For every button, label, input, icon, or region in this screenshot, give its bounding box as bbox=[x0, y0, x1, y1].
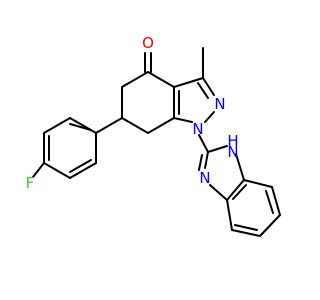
bond-c6-c7 bbox=[121, 117, 149, 134]
bond-n2-n1 bbox=[204, 111, 215, 123]
structure-canvas: O N N N H N F bbox=[25, 34, 281, 237]
bond-bz-4 bbox=[231, 229, 261, 237]
bond-bz-2-double bbox=[265, 190, 274, 214]
bond-bz-2 bbox=[271, 186, 281, 216]
bond-c-f bbox=[32, 162, 45, 178]
bond-nh-c7a bbox=[235, 153, 245, 181]
nitrogen-n1-label: N bbox=[192, 120, 203, 138]
bond-bz-1 bbox=[243, 179, 273, 188]
bond-bz-3 bbox=[259, 214, 281, 237]
bond-ar-4 bbox=[43, 162, 71, 179]
bond-c4-c5 bbox=[121, 71, 149, 88]
bond-c7a-c3a bbox=[226, 179, 245, 201]
bond-n1-c2 bbox=[198, 134, 209, 153]
bond-nimine-c2-double bbox=[198, 154, 203, 171]
bond-ar-1-double bbox=[69, 123, 92, 131]
nh-hydrogen-label: H bbox=[227, 132, 238, 150]
imine-nitrogen-label: N bbox=[199, 169, 210, 187]
bond-c3a-c3 bbox=[173, 77, 204, 88]
bond-ar-5 bbox=[69, 162, 97, 179]
molecule-drawing: O N N N H N F bbox=[26, 34, 281, 237]
bond-bz-shared-double bbox=[232, 184, 247, 200]
bond-c3-n2-double bbox=[197, 82, 209, 99]
bond-nimine-c2 bbox=[204, 151, 209, 169]
nitrogen-n2-label: N bbox=[214, 95, 225, 113]
bond-c7-c7a bbox=[147, 117, 175, 134]
bond-ar-2 bbox=[43, 117, 71, 134]
bond-n1-c7a bbox=[173, 117, 193, 123]
atom-labels: O N N N H N F bbox=[26, 34, 239, 192]
nh-nitrogen-label: N bbox=[227, 143, 238, 161]
oxygen-label: O bbox=[142, 34, 154, 52]
bond-c3a-nimine bbox=[209, 184, 228, 201]
bonds bbox=[32, 47, 281, 237]
bond-bz-4-double bbox=[234, 224, 258, 231]
bond-c2-nh bbox=[207, 145, 228, 153]
bond-c3a-c4 bbox=[147, 71, 175, 88]
bond-c6-aryl bbox=[95, 117, 123, 134]
fluorine-label: F bbox=[26, 174, 35, 192]
bond-ar-5-double bbox=[69, 159, 92, 173]
bond-c3-n2 bbox=[202, 77, 215, 96]
bond-bz-5 bbox=[226, 199, 233, 231]
